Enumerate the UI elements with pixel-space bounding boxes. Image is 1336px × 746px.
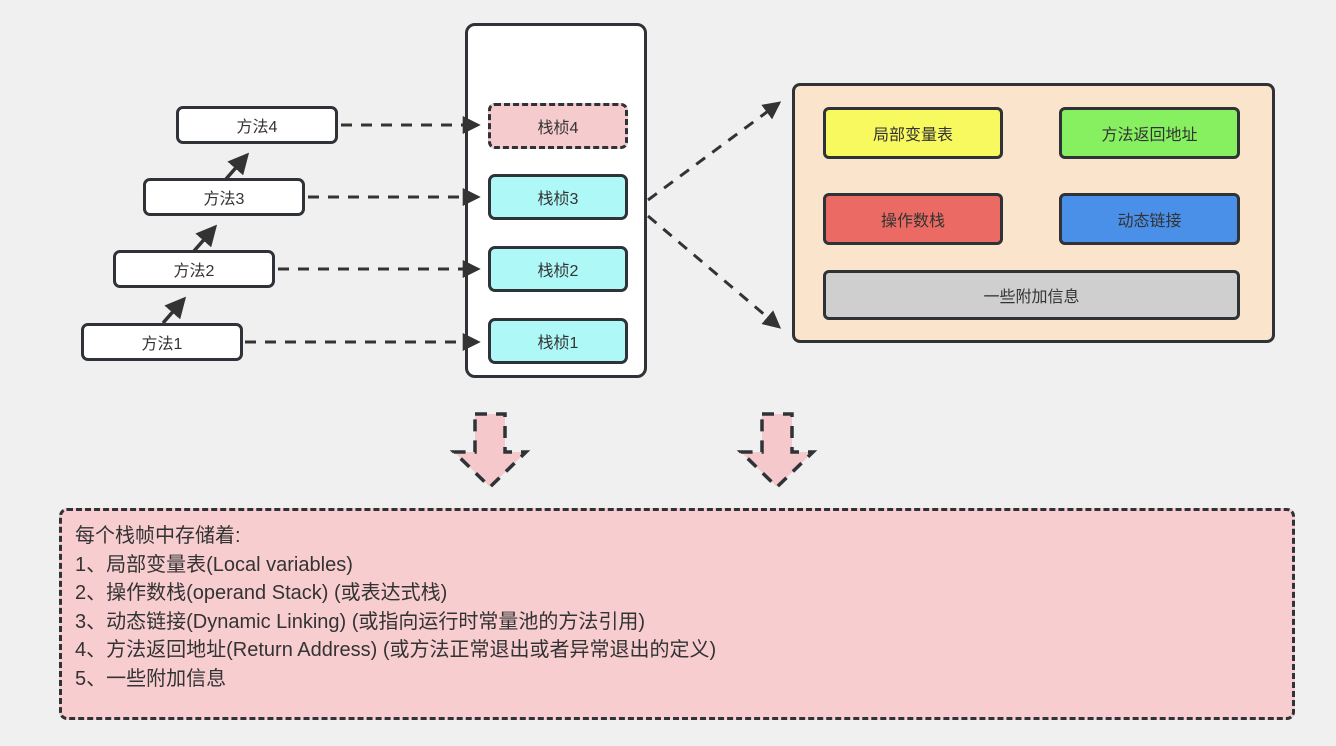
method-box-4: 方法4: [176, 106, 338, 144]
extra-info-label: 一些附加信息: [983, 289, 1080, 306]
stack-frame-1-label: 栈桢1: [537, 335, 579, 352]
note-title: 每个栈帧中存储着:: [75, 525, 241, 547]
method-box-3: 方法3: [143, 178, 305, 216]
link-frame-panel-bottom: [647, 214, 782, 329]
stack-frame-3: 栈桢3: [488, 174, 628, 220]
note-item-3: 3、动态链接(Dynamic Linking) (或指向运行时常量池的方法引用): [75, 610, 646, 633]
call-arrow-method2-method3: [192, 224, 218, 253]
method-box-1: 方法1: [81, 323, 243, 361]
dynamic-link-label: 动态链接: [1117, 213, 1182, 230]
dynamic-link-chip: 动态链接: [1059, 193, 1240, 245]
stack-frame-2-label: 栈桢2: [537, 263, 579, 280]
note-item-2: 2、操作数栈(operand Stack) (或表达式栈): [75, 582, 448, 604]
method-box-1-label: 方法1: [141, 336, 183, 353]
method-box-3-label: 方法3: [203, 191, 245, 208]
method-box-4-label: 方法4: [236, 119, 278, 136]
note-item-4: 4、方法返回地址(Return Address) (或方法正常退出或者异常退出的…: [75, 639, 717, 661]
link-frame-panel-top: [647, 101, 782, 202]
down-arrow-icon: [449, 412, 531, 490]
stack-frame-2: 栈桢2: [488, 246, 628, 292]
note-item-1: 1、局部变量表(Local variables): [75, 553, 353, 576]
return-addr-chip: 方法返回地址: [1059, 107, 1240, 159]
frame-contents-note: 每个栈帧中存储着: 1、局部变量表(Local variables) 2、操作数…: [59, 508, 1295, 720]
down-arrow-icon: [736, 412, 818, 490]
stack-frame-4-label: 栈桢4: [537, 120, 579, 137]
call-arrow-method1-method2: [161, 296, 187, 325]
call-arrow-method3-method4: [224, 152, 250, 181]
operand-stack-label: 操作数栈: [880, 213, 945, 230]
note-item-5: 5、一些附加信息: [75, 667, 227, 690]
stack-frame-3-label: 栈桢3: [537, 191, 579, 208]
method-box-2-label: 方法2: [173, 263, 215, 280]
return-addr-label: 方法返回地址: [1101, 127, 1198, 144]
method-box-2: 方法2: [113, 250, 275, 288]
operand-stack-chip: 操作数栈: [823, 193, 1003, 245]
local-vars-label: 局部变量表: [872, 127, 953, 144]
extra-info-chip: 一些附加信息: [823, 270, 1240, 320]
stack-frame-4: 栈桢4: [488, 103, 628, 149]
stack-frame-1: 栈桢1: [488, 318, 628, 364]
local-vars-chip: 局部变量表: [823, 107, 1003, 159]
